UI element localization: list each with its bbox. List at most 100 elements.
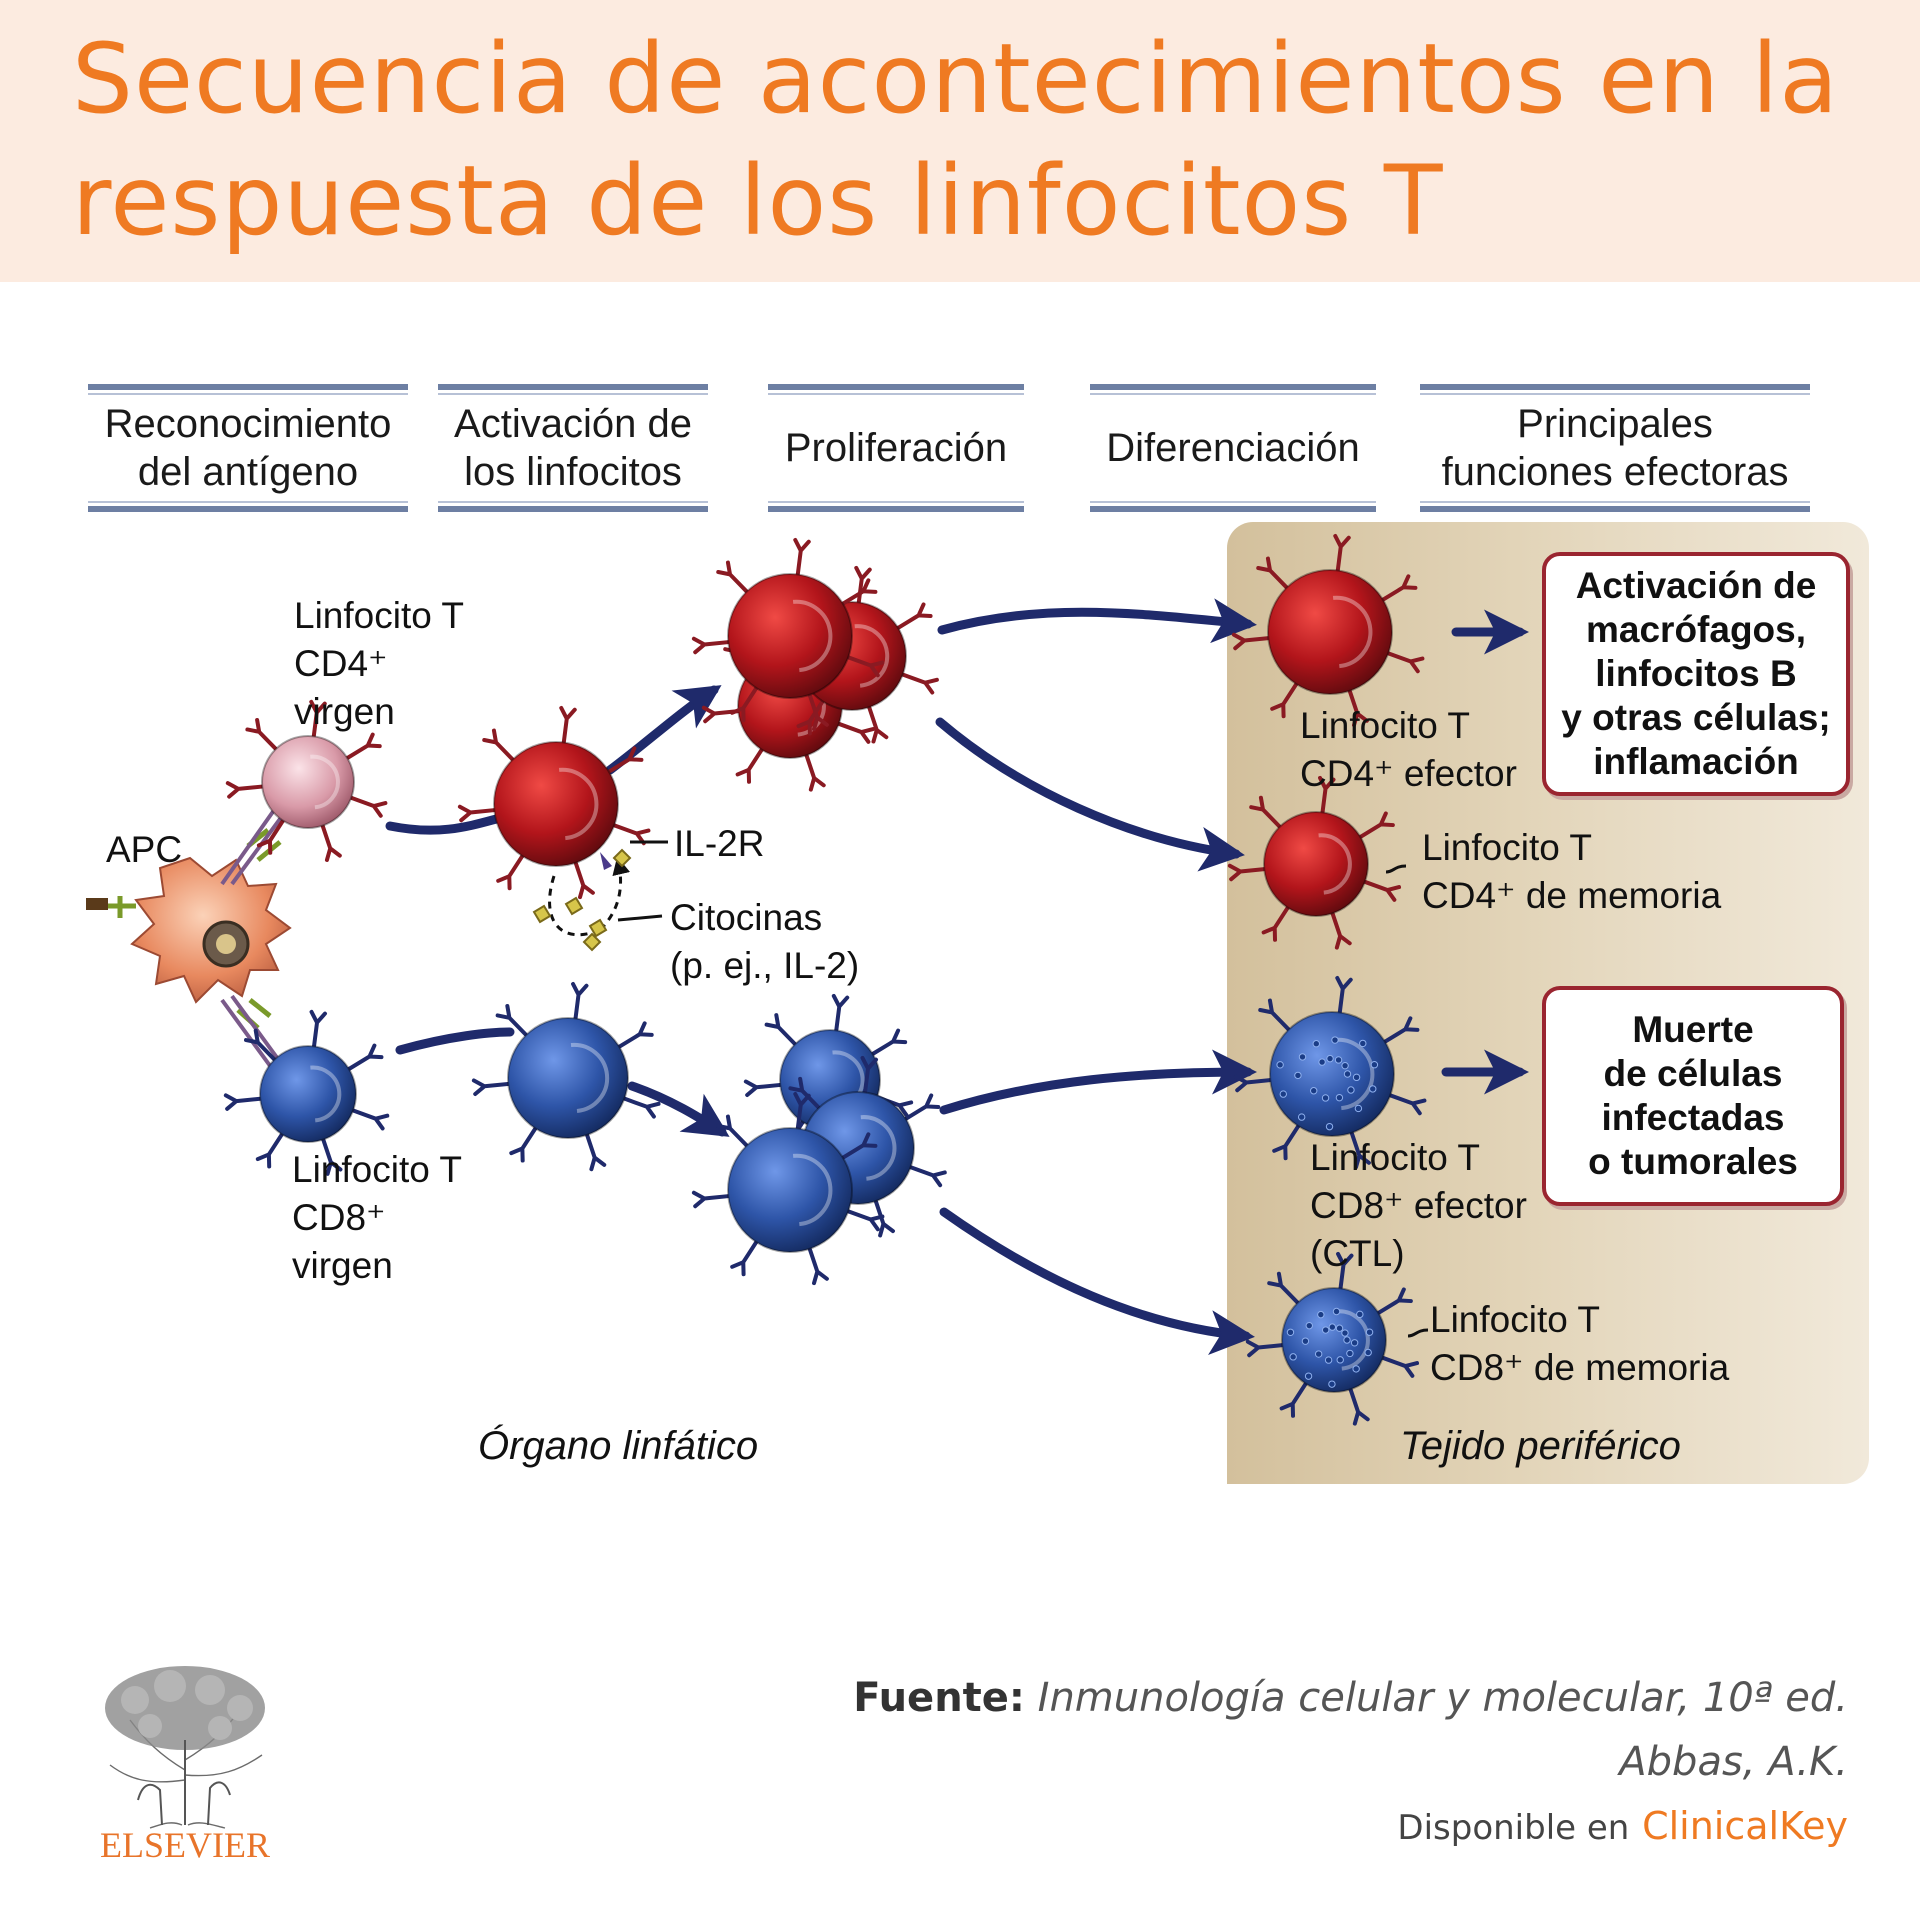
cytotoxic-granule [1365, 1328, 1374, 1336]
stage-antigen-recognition: Reconocimiento del antígeno [88, 384, 408, 512]
cell-nucleus-edge [792, 1153, 833, 1227]
label-cd4-effector: Linfocito T CD4⁺ efector [1300, 702, 1517, 798]
receptor [1267, 1271, 1302, 1307]
receptor [343, 732, 382, 762]
box-line: Muerte [1632, 1009, 1754, 1050]
label-line: Linfocito T [1300, 705, 1471, 746]
cytotoxic-granule [1312, 1040, 1320, 1048]
receptor [1270, 679, 1300, 719]
receptor [743, 1079, 785, 1098]
receptor [1378, 1354, 1420, 1378]
cytotoxic-granule [1328, 1380, 1336, 1388]
receptor [344, 1043, 384, 1073]
cd8-proliferating-cell-3 [691, 1092, 885, 1286]
receptor [1346, 685, 1369, 728]
cell-body [727, 1127, 853, 1253]
cell-body [1281, 1287, 1387, 1393]
label-line: Linfocito T [292, 1149, 463, 1190]
cytotoxic-granule [1341, 1329, 1349, 1337]
cytotoxic-granule [1325, 1122, 1334, 1131]
label-cd4-naive: Linfocito T CD4⁺ virgen [294, 592, 464, 736]
cell-nucleus-edge [570, 1042, 610, 1113]
clinicalkey-brand[interactable]: ClinicalKey [1642, 1804, 1848, 1848]
label-line: Citocinas [670, 897, 823, 938]
receptor [866, 702, 889, 744]
receptor [716, 560, 751, 596]
receptor [901, 1093, 941, 1123]
label-line: (p. ej., IL-2) [670, 945, 860, 986]
cytotoxic-granule [1310, 1087, 1318, 1095]
receptor [860, 1055, 878, 1098]
receptor [1279, 1379, 1310, 1418]
receptor [1329, 908, 1352, 950]
receptor [244, 1028, 279, 1064]
stage-label: Diferenciación [1106, 426, 1360, 470]
receptor [793, 1092, 811, 1134]
cytotoxic-granule [1298, 1053, 1307, 1061]
source-line-available: Disponible en ClinicalKey [853, 1794, 1848, 1860]
label-cd8-effector: Linfocito T CD8⁺ efector (CTL) [1310, 1134, 1527, 1278]
cell-nucleus-edge [1332, 595, 1373, 669]
label-line: CD8⁺ efector [1310, 1185, 1527, 1226]
stage-label: del antígeno [137, 450, 359, 494]
label-line: CD8⁺ [292, 1197, 386, 1238]
receptor [793, 538, 811, 580]
pathway-arrows [385, 598, 1529, 1356]
receptor [482, 728, 517, 764]
cytotoxic-granule [1321, 1094, 1330, 1102]
stage-effector-functions: Principales funciones efectoras [1420, 384, 1810, 512]
receptor [1272, 1121, 1302, 1161]
source-label: Fuente: [853, 1675, 1025, 1721]
receptor [730, 683, 760, 723]
receptor [571, 981, 589, 1024]
receptor [457, 804, 500, 823]
receptor [1261, 903, 1292, 942]
cytotoxic-granule [1356, 1310, 1364, 1319]
box-line: de células [1603, 1053, 1783, 1094]
label-cd8-naive: Linfocito T CD8⁺ virgen [292, 1146, 462, 1290]
cell-body [1269, 1011, 1395, 1137]
cells-layer [223, 534, 1427, 1426]
source-book: Inmunología celular y molecular, 10ª ed. [1037, 1675, 1848, 1721]
elsevier-wordmark: ELSEVIER [100, 1825, 270, 1865]
receptor [1385, 1092, 1427, 1116]
cytotoxic-granule [1297, 1113, 1306, 1121]
title-line-1: Secuencia de acontecimientos en la [72, 23, 1840, 135]
receptor [496, 851, 526, 891]
receptor [1231, 632, 1274, 651]
arrow-to-cd8-memory [939, 1207, 1255, 1356]
cd8-effector-cell [1233, 976, 1427, 1170]
cytotoxic-granule [1350, 1339, 1359, 1347]
receptor [834, 720, 876, 744]
box-line: infectadas [1601, 1097, 1785, 1138]
stage-lymphocyte-activation: Activación de los linfocitos [438, 384, 708, 512]
receptor [1249, 795, 1284, 831]
label-il2r: IL-2R [674, 823, 765, 864]
apc-cell [86, 828, 292, 1030]
receptor [471, 1078, 514, 1097]
page-title: Secuencia de acontecimientos en la respu… [72, 18, 1872, 262]
receptor [898, 671, 939, 695]
receptor [614, 1021, 654, 1051]
receptor [868, 1028, 908, 1058]
cytotoxic-granule [1332, 1307, 1341, 1316]
cd4-memory-cell [1227, 775, 1402, 950]
receptor [604, 746, 644, 776]
stage-label: Proliferación [784, 426, 1008, 470]
receptor [320, 1135, 343, 1176]
cell-body [507, 1017, 629, 1139]
receptor [691, 636, 734, 655]
cell-nucleus-edge [854, 624, 890, 688]
receptor [1347, 1384, 1370, 1426]
receptor [1374, 1287, 1413, 1317]
receptor [256, 816, 287, 855]
cd4-effector-cell [1231, 534, 1425, 728]
receptor [347, 794, 388, 818]
receptor [1318, 775, 1336, 817]
stage-label: los linfocitos [464, 450, 682, 494]
label-line: Linfocito T [294, 595, 465, 636]
cd8-naive-cell [223, 1009, 390, 1176]
arrow-to-cd8-effector [939, 1049, 1257, 1115]
receptor [309, 1009, 327, 1051]
